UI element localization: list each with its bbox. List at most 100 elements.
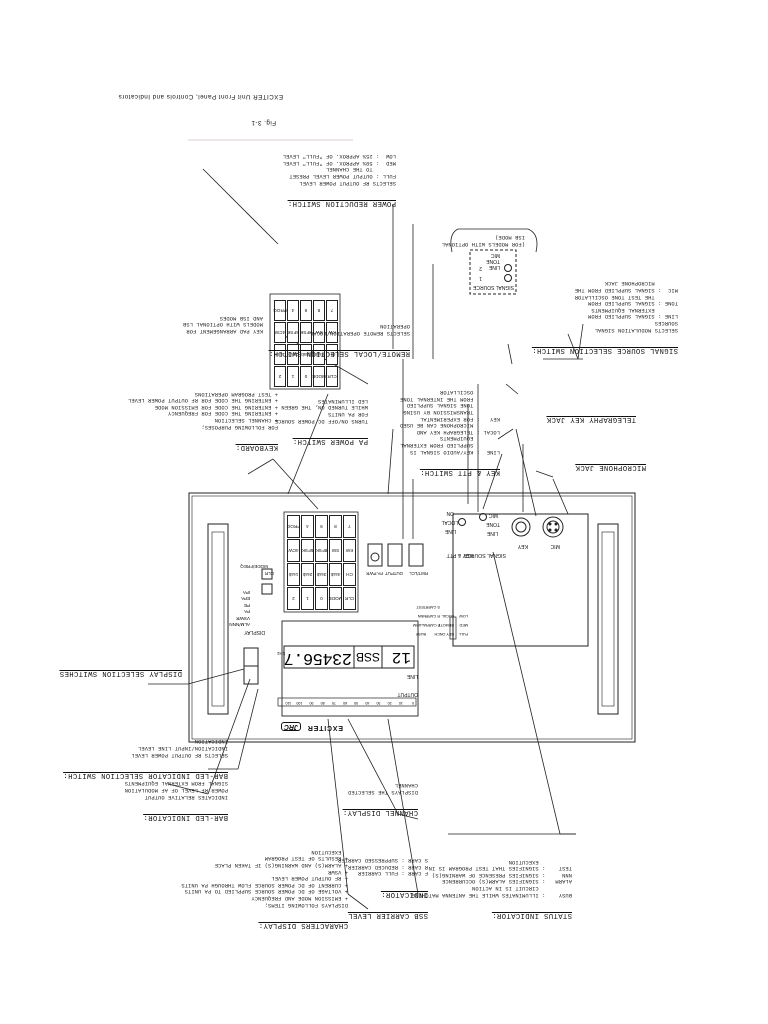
note-line: OSCILLATOR — [439, 389, 500, 396]
bar-scale-tick: 100 — [296, 701, 303, 705]
status-indicator-note: STATUS INDICATOR: BUSY : ILLUMINATES WHI… — [411, 858, 572, 919]
note-line: + TEST PROGRAM OPERATIONS — [194, 390, 278, 397]
characters-display-note: CHARACTERS DISPLAY: DISPLAYS FOLLOWING I… — [181, 848, 348, 929]
note-line: SELECTS RF OUTPUT POWER LEVEL — [131, 751, 228, 758]
note-line: LOCAL : TELEGRAPH KEY AND — [416, 428, 500, 435]
status-label: ALARM — [412, 623, 426, 627]
display-switches-note: DISPLAY SELECTION SWITCHES — [59, 668, 182, 677]
signal-mic-label: MIC — [488, 512, 498, 518]
keypad-key[interactable]: 8FSK — [315, 539, 328, 562]
note-line: CIRCUIT IS IN ACTION — [471, 885, 572, 892]
note-line: TURNS ON/OFF DC POWER SOURCE — [274, 417, 368, 424]
note-line: AND ISB MODES — [219, 314, 263, 321]
keypad-key[interactable]: 7 — [343, 515, 356, 538]
display-option-label: PA — [244, 609, 250, 615]
right-handle — [207, 523, 229, 715]
note-line: S CARR : SUPPRESSED CARRIER — [337, 857, 428, 864]
bar-scale-tick: 30 — [376, 701, 381, 705]
note-line: ISB MODE) — [494, 234, 525, 241]
keypad-key[interactable]: 0 — [315, 587, 328, 610]
note-line: SELECTS MODULATION SIGNAL — [594, 326, 678, 333]
keypad-key[interactable]: 9 — [315, 515, 328, 538]
note-line: EQUIPMENTS — [439, 435, 500, 442]
note-line: MED : 50% APPROX. OF "FULL" LEVEL — [282, 159, 396, 166]
note-line: + VSWR — [327, 868, 348, 875]
frequency-lcd: 23456.7 — [284, 648, 352, 667]
note-line: KEY PAD ARRANGEMENT FOR — [186, 328, 263, 334]
note-line: FOR PA UNITS — [327, 411, 368, 418]
keypad-key[interactable]: 1 — [301, 587, 314, 610]
note-line: TONE SIGNAL SUPPLIED — [406, 402, 500, 409]
keypad-key[interactable]: 4 — [301, 515, 314, 538]
keypad-key[interactable]: 2 — [287, 587, 300, 610]
key-ptt-panel-label: KEY & PTT — [446, 552, 473, 558]
optional-box-label: SIGNAL SOURCE — [473, 284, 514, 290]
note-line: SUPPLIED FROM EXTERNAL — [399, 442, 500, 449]
freq-lcd-box — [283, 645, 355, 669]
note-line: + ALARM(S) AND WARNING(S) IF TAKEN PLACE — [214, 862, 348, 869]
output-switch — [387, 543, 403, 567]
display-option-label: EPA — [241, 596, 250, 602]
keypad-key[interactable]: SW — [329, 539, 342, 562]
note-line: MICROPHONE CAN BE USED — [399, 422, 500, 429]
keypad-key[interactable]: PROG — [287, 515, 300, 538]
note-line: + ENTERING THE CODE FOR FREQUENCY — [167, 410, 278, 417]
keypad-key[interactable]: 4CW — [287, 539, 300, 562]
model-label: EXCITER — [307, 724, 343, 731]
bar-scale-tick: 70 — [331, 701, 336, 705]
remote-local-note: REMOTE/LOCAL SELECTION SWITCH: SELECTS R… — [268, 323, 410, 357]
bar-scale-tick: 10 — [398, 701, 403, 705]
note-line: THE TEST TONE OSCILLATOR — [574, 293, 678, 300]
keypad-key[interactable]: 8 — [329, 515, 342, 538]
keypad-key[interactable]: MODE — [329, 587, 342, 610]
power-reduction-note: POWER REDUCTION SWITCH: SELECTS RF OUTPU… — [282, 153, 396, 207]
status-label: F CARR — [425, 623, 440, 627]
keypad-key[interactable]: CH — [343, 563, 356, 586]
figure-caption: EXCITER Unit Front Panel, Controls and I… — [118, 93, 283, 100]
display-clr: CLR — [264, 571, 274, 576]
note-line: + CURRENT OF DC POWER SOURCE FLOW THROUG… — [181, 881, 348, 888]
keypad-key[interactable]: 5FSK — [301, 539, 314, 562]
keypad-key[interactable]: 3ssb — [315, 563, 328, 586]
status-label: REMOTE — [437, 623, 454, 627]
display-option-label: ALM/NNN — [229, 622, 250, 627]
keypad-key[interactable]: 1ssb — [287, 563, 300, 586]
status-label: LOW — [459, 614, 468, 618]
note-line: INDICATION — [194, 738, 228, 745]
bar-scale-tick: 50 — [354, 701, 359, 705]
display-window — [281, 620, 419, 717]
key-jack-label: KEY — [517, 543, 528, 549]
bar-scale-tick: 40 — [365, 701, 370, 705]
keypad-key[interactable]: CLR — [343, 587, 356, 610]
optional-keypad-outline — [269, 293, 341, 390]
optional-num-1: 1 — [479, 275, 482, 281]
brand-logo: JRC — [280, 722, 301, 731]
keypad-key[interactable]: KW — [343, 539, 356, 562]
note-line: SELECTS REMOTE OPERATION/LOCAL — [309, 329, 410, 336]
signal-tone-label: TONE — [486, 521, 500, 527]
bar-scale-tick: 60 — [343, 701, 347, 705]
pa-power-note: PA POWER SWITCH: TURNS ON/OFF DC POWER S… — [274, 397, 368, 445]
note-line: LINE : KEY/AUDIO SIGNAL IS — [409, 448, 500, 455]
note-line: + RF OUTPUT POWER LEVEL — [271, 875, 348, 882]
keypad-outline — [283, 511, 359, 613]
note-line: EXTERNAL EQUIPMENTS — [591, 306, 678, 313]
note-line: FULL : OUTPUT POWER LEVEL PRESET — [289, 173, 396, 180]
note-line: EXECUTION — [311, 848, 348, 855]
keypad-key[interactable]: 2ssb — [301, 563, 314, 586]
note-line: NNN : SIGNIFIES PRESENCE OF WARNING(S) — [431, 871, 572, 878]
note-line: INDICATION/INPUT LINE LEVEL — [137, 745, 228, 752]
note-line: TONE : SIGNAL SUPPLIED FROM — [587, 300, 678, 307]
optional-tone: TONE — [486, 258, 500, 264]
mic-jack-label: MIC — [550, 543, 560, 549]
note-line: TO THE CHANNEL — [325, 166, 396, 173]
keypad-key[interactable]: 4ssb — [329, 563, 342, 586]
note-line: LINE : SIGNAL SUPPLIED FROM — [587, 313, 678, 320]
status-label: BUSY — [415, 632, 426, 636]
note-line: OPERATION — [379, 323, 410, 330]
